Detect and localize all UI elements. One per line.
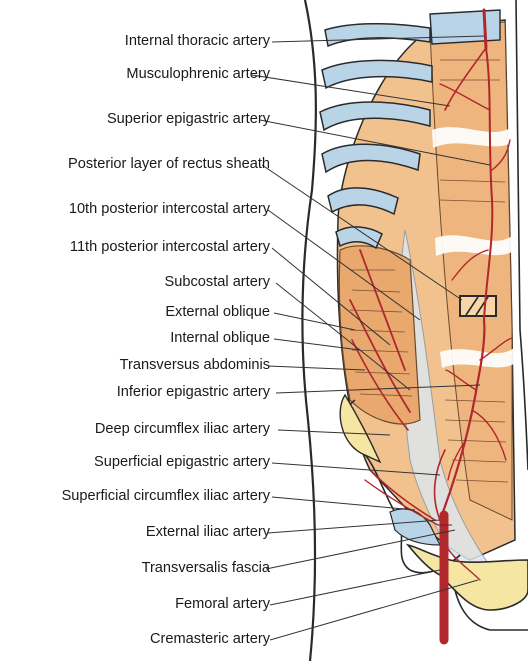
body-outline-left bbox=[301, 0, 317, 661]
label-transversus-abdominis: Transversus abdominis bbox=[119, 357, 270, 373]
label-10th-posterior-intercostal-artery: 10th posterior intercostal artery bbox=[68, 201, 270, 217]
label-internal-thoracic-artery: Internal thoracic artery bbox=[124, 33, 270, 49]
label-inferior-epigastric-artery: Inferior epigastric artery bbox=[116, 384, 270, 400]
label-11th-posterior-intercostal-artery: 11th posterior intercostal artery bbox=[69, 239, 270, 255]
oblique-muscles bbox=[338, 245, 421, 425]
label-femoral-artery: Femoral artery bbox=[175, 596, 270, 612]
label-posterior-layer-rectus-sheath: Posterior layer of rectus sheath bbox=[68, 156, 270, 172]
leader-lines bbox=[251, 35, 491, 641]
label-superficial-circumflex-iliac-artery: Superficial circumflex iliac artery bbox=[61, 488, 270, 504]
label-cremasteric-artery: Cremasteric artery bbox=[149, 631, 270, 647]
rib-cage bbox=[319, 22, 433, 250]
label-transversalis-fascia: Transversalis fascia bbox=[141, 560, 270, 576]
label-external-oblique: External oblique bbox=[165, 304, 270, 320]
label-internal-oblique: Internal oblique bbox=[170, 330, 270, 346]
pubic-bone bbox=[405, 543, 528, 611]
costal-cartilage-top bbox=[429, 9, 501, 45]
label-superficial-epigastric-artery: Superficial epigastric artery bbox=[93, 454, 270, 470]
label-subcostal-artery: Subcostal artery bbox=[164, 274, 270, 290]
body-outline-right bbox=[515, 0, 528, 471]
label-external-iliac-artery: External iliac artery bbox=[145, 524, 270, 540]
iliac-bone bbox=[339, 393, 382, 464]
label-deep-circumflex-iliac-artery: Deep circumflex iliac artery bbox=[94, 421, 270, 437]
pelvis-lower bbox=[454, 589, 528, 631]
label-superior-epigastric-artery: Superior epigastric artery bbox=[106, 111, 270, 127]
arteries bbox=[349, 8, 513, 581]
label-musculophrenic-artery: Musculophrenic artery bbox=[126, 66, 270, 82]
